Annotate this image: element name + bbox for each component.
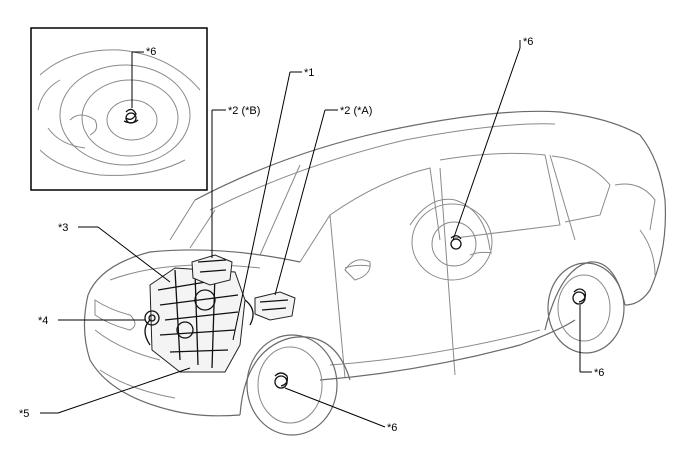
callout-6-rear-wheel: *6 bbox=[594, 367, 604, 379]
callout-1: *1 bbox=[304, 67, 314, 79]
rear-wheel bbox=[547, 262, 625, 354]
front-wheel-sensor bbox=[274, 372, 289, 389]
sensor-item-4 bbox=[144, 310, 160, 326]
brake-actuator-a bbox=[254, 291, 296, 321]
callout-2a: *2 (*A) bbox=[340, 105, 372, 117]
callout-inset-6: *6 bbox=[146, 46, 156, 58]
callout-2b: *2 (*B) bbox=[228, 105, 260, 117]
inset-detail: *6 bbox=[30, 27, 208, 191]
callout-4: *4 bbox=[38, 315, 48, 327]
front-wheel bbox=[246, 334, 338, 436]
engine-assembly bbox=[144, 267, 254, 373]
brake-actuator-b bbox=[191, 254, 233, 286]
inset-wheel-speed-sensor bbox=[123, 108, 139, 124]
callout-5: *5 bbox=[19, 408, 29, 420]
rear-wheel-sensor bbox=[572, 288, 587, 305]
callout-leaders bbox=[40, 40, 592, 428]
far-rear-wheel bbox=[411, 203, 493, 281]
far-rear-wheel-sensor bbox=[450, 235, 462, 250]
callout-6-top-right: *6 bbox=[523, 36, 533, 48]
vehicle-body bbox=[83, 110, 666, 417]
callout-3: *3 bbox=[58, 222, 68, 234]
callout-6-front-wheel: *6 bbox=[387, 422, 397, 434]
inset-frame bbox=[30, 27, 208, 191]
